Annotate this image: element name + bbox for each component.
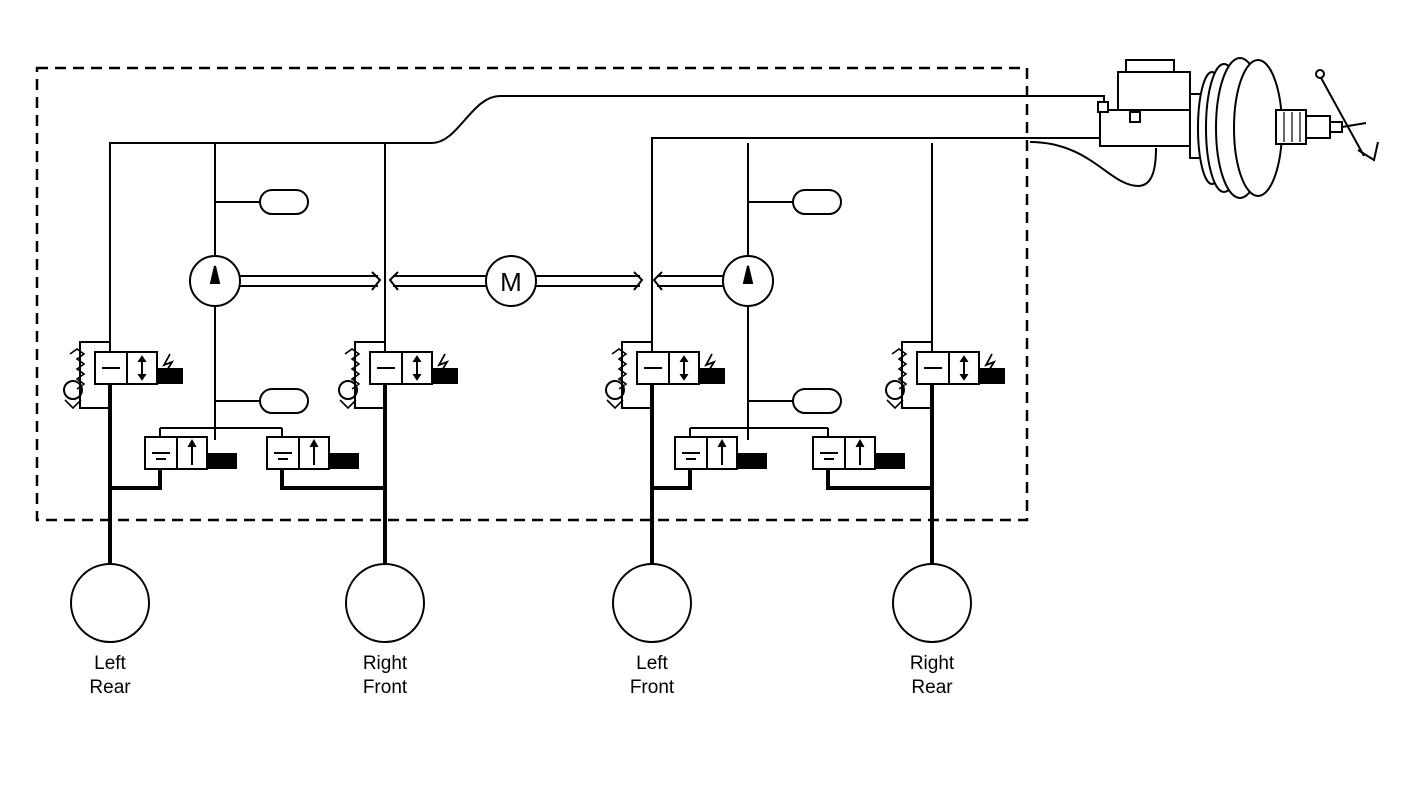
wheel-label-line: Front xyxy=(629,677,675,698)
brake-circuit-1 xyxy=(109,95,1105,440)
wheel-left-front xyxy=(612,563,692,643)
outlet-valve-right-front xyxy=(266,436,360,470)
outlet-valve-right-rear xyxy=(812,436,906,470)
outlet-valve-left-rear xyxy=(144,436,238,470)
wheel-left-rear xyxy=(70,563,150,643)
brake-booster xyxy=(1189,57,1343,199)
wheel-label-left-front: Left Front xyxy=(582,652,722,700)
brake-pedal xyxy=(1315,69,1379,162)
wheel-brake-lines xyxy=(108,384,934,566)
wheel-label-line: Right xyxy=(909,653,955,674)
inlet-valve-left-front xyxy=(605,341,726,409)
hydraulic-unit-outline xyxy=(35,66,1029,522)
accumulator xyxy=(259,388,309,414)
wheel-label-line: Right xyxy=(362,653,408,674)
motor-drive-shaft xyxy=(240,271,723,291)
wheel-label-line: Rear xyxy=(911,677,953,698)
wheel-label-line: Rear xyxy=(89,677,131,698)
master-cylinder xyxy=(1097,59,1201,147)
accumulator xyxy=(792,189,842,215)
brake-circuit-2 xyxy=(651,137,1157,440)
accumulator xyxy=(792,388,842,414)
wheel-label-right-rear: Right Rear xyxy=(862,652,1002,700)
wheel-right-front xyxy=(345,563,425,643)
wheel-right-rear xyxy=(892,563,972,643)
inlet-valve-left-rear xyxy=(63,341,184,409)
wheel-label-line: Front xyxy=(362,677,408,698)
inlet-valve-right-rear xyxy=(885,341,1006,409)
pump-motor: M xyxy=(485,255,537,307)
wheel-label-line: Left xyxy=(636,653,668,674)
wheel-label-right-front: Right Front xyxy=(315,652,455,700)
motor-label: M xyxy=(500,267,522,297)
inlet-valve-right-front xyxy=(338,341,459,409)
outlet-valve-left-front xyxy=(674,436,768,470)
wheel-label-left-rear: Left Rear xyxy=(40,652,180,700)
wheel-label-line: Left xyxy=(94,653,126,674)
accumulator xyxy=(259,189,309,215)
